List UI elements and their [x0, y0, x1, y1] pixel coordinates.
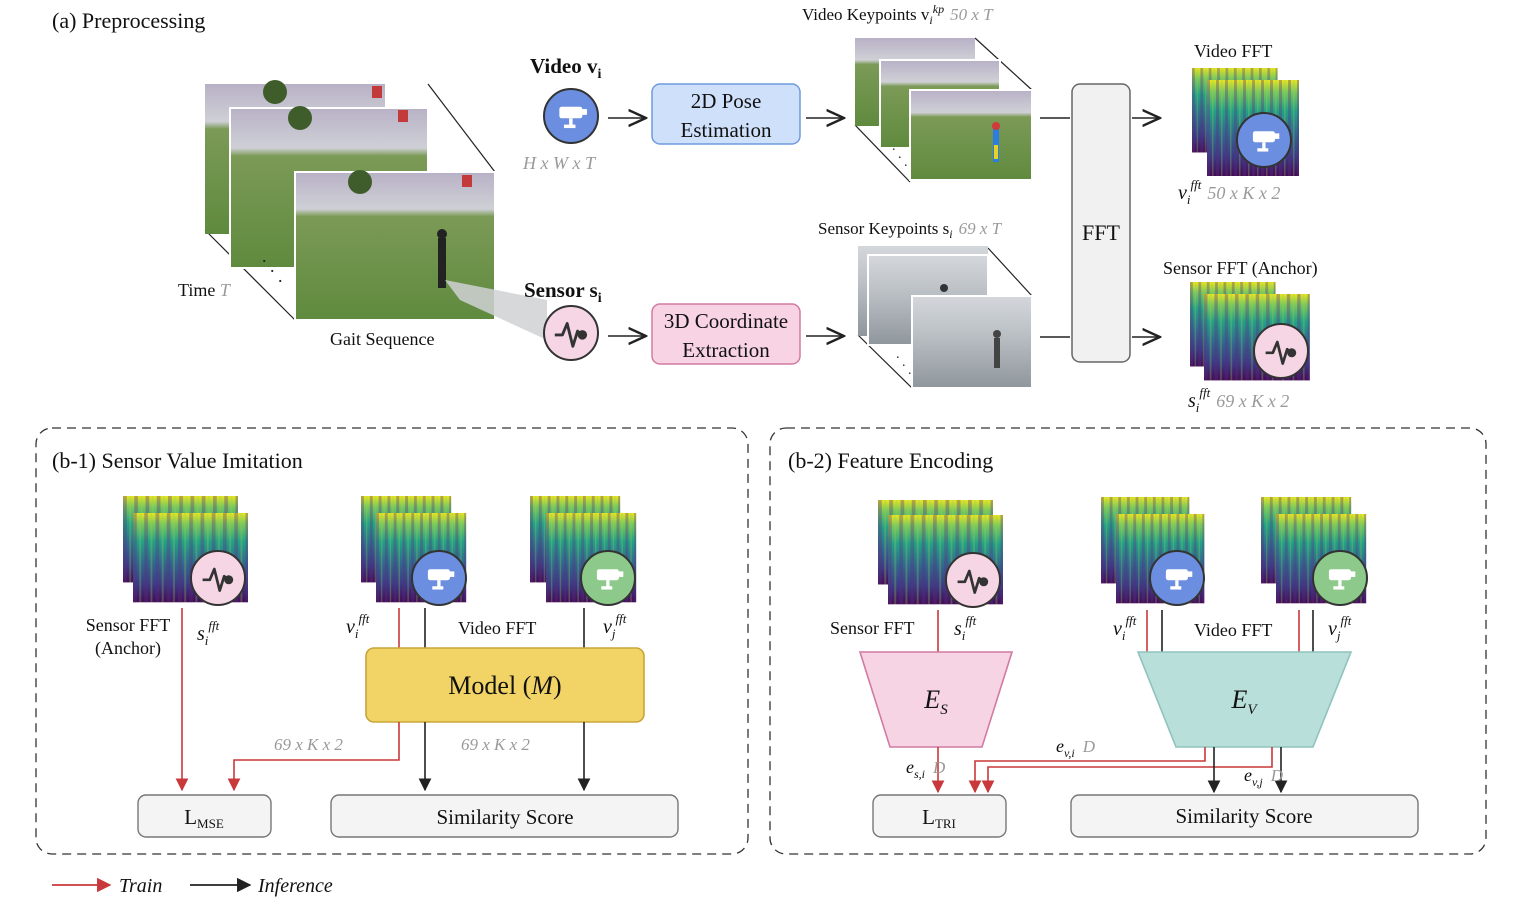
sensor-signal-icon	[945, 552, 1001, 608]
sensor-signal-icon	[543, 305, 599, 361]
loss-mse-box	[137, 794, 272, 838]
b2-video-i-spectrogram	[1101, 497, 1205, 606]
sensor-signal-icon	[1253, 323, 1309, 379]
pose-estimation-box	[651, 83, 801, 145]
fft-box-label: FFT	[1082, 220, 1120, 245]
b2-similarity-box	[1070, 794, 1419, 838]
video-input-label: Video vi	[530, 54, 601, 82]
pose-box-line1: 2D Pose	[691, 89, 762, 113]
svg-text:.: .	[896, 347, 900, 362]
b1-sensor-fft-line1: Sensor FFT	[86, 615, 171, 635]
svg-text:.: .	[270, 256, 275, 276]
loss-mse-label: LMSE	[184, 805, 224, 831]
b2-vj-label: vjfft	[1328, 613, 1352, 643]
b1-similarity-box	[330, 794, 679, 838]
video-fft-title: Video FFT	[1194, 41, 1272, 61]
b2-s-label: sifft	[954, 613, 977, 643]
b2-similarity-label: Similarity Score	[1175, 804, 1312, 828]
svg-text:.: .	[278, 266, 283, 286]
b1-s-label: sifft	[197, 618, 220, 648]
section-b2-title: (b-2) Feature Encoding	[788, 448, 993, 473]
fft-box	[1071, 83, 1131, 363]
b2-sensor-fft-label: Sensor FFT	[830, 618, 915, 638]
section-b1-panel	[35, 427, 749, 855]
video-dims: H x W x T	[522, 153, 597, 173]
b1-sensor-fft-line2: (Anchor)	[95, 638, 161, 659]
time-label: Time T	[178, 280, 232, 300]
b1-sensor-spectrogram	[123, 496, 248, 606]
b2-video-fft-label: Video FFT	[1194, 620, 1272, 640]
coord-extraction-box	[651, 303, 801, 365]
sensor-fft-spectrogram	[1190, 282, 1310, 381]
sensor-encoder-es	[858, 651, 1014, 748]
sensor-signal-icon	[190, 550, 246, 606]
loss-tri-box	[872, 794, 1007, 838]
walking-person	[438, 238, 446, 288]
video-camera-icon	[543, 88, 599, 144]
b1-dims-right: 69 x K x 2	[461, 735, 530, 754]
b2-sensor-spectrogram	[878, 500, 1003, 608]
b1-video-fft-label: Video FFT	[458, 618, 536, 638]
b1-video-j-spectrogram	[530, 496, 637, 606]
legend-train-label: Train	[119, 875, 162, 897]
ev-label: EV	[1230, 685, 1258, 718]
b2-train-arrow-evi-to-loss	[968, 747, 1206, 794]
video-fft-spectrogram	[1192, 68, 1299, 176]
b1-dims-left: 69 x K x 2	[274, 735, 343, 754]
es-label: ES	[923, 685, 948, 718]
b1-vj-label: vjfft	[603, 611, 627, 641]
b1-vi-label: vifft	[346, 611, 370, 641]
video-encoder-ev	[1136, 651, 1353, 748]
b1-similarity-label: Similarity Score	[436, 805, 573, 829]
loss-tri-label: LTRI	[922, 805, 956, 831]
svg-text:.: .	[898, 147, 902, 162]
gait-sequence-caption: Gait Sequence	[330, 329, 434, 349]
b1-video-i-spectrogram	[361, 496, 467, 606]
pose-box-line2: Estimation	[681, 118, 772, 142]
b2-video-j-spectrogram	[1261, 497, 1368, 606]
svg-text:.: .	[902, 355, 906, 370]
section-a-title: (a) Preprocessing	[52, 8, 205, 33]
sensor-input-label: Sensor si	[524, 278, 602, 306]
b2-vi-label: vifft	[1113, 613, 1137, 643]
sensor-fft-title: Sensor FFT (Anchor)	[1163, 258, 1318, 279]
section-b1-title: (b-1) Sensor Value Imitation	[52, 448, 303, 473]
frames-dots: .	[262, 246, 267, 266]
legend-inference-label: Inference	[257, 875, 333, 897]
sensor-keypoints-frames: . . .	[857, 246, 1033, 389]
section-b2-panel	[769, 427, 1487, 855]
model-box-label: Model (M)	[448, 671, 561, 700]
coord-box-line1: 3D Coordinate	[664, 309, 788, 333]
svg-text:.: .	[904, 155, 908, 170]
svg-text:.: .	[908, 363, 912, 378]
b2-train-arrow-evj-to-loss	[981, 747, 1273, 794]
b1-train-arrow-model-to-loss	[227, 722, 400, 792]
coord-box-line2: Extraction	[682, 338, 770, 362]
video-keypoints-frames: . . .	[854, 37, 1033, 183]
svg-text:.: .	[892, 139, 896, 154]
model-box	[365, 647, 645, 723]
gait-sequence-frames: . . .	[204, 80, 547, 340]
